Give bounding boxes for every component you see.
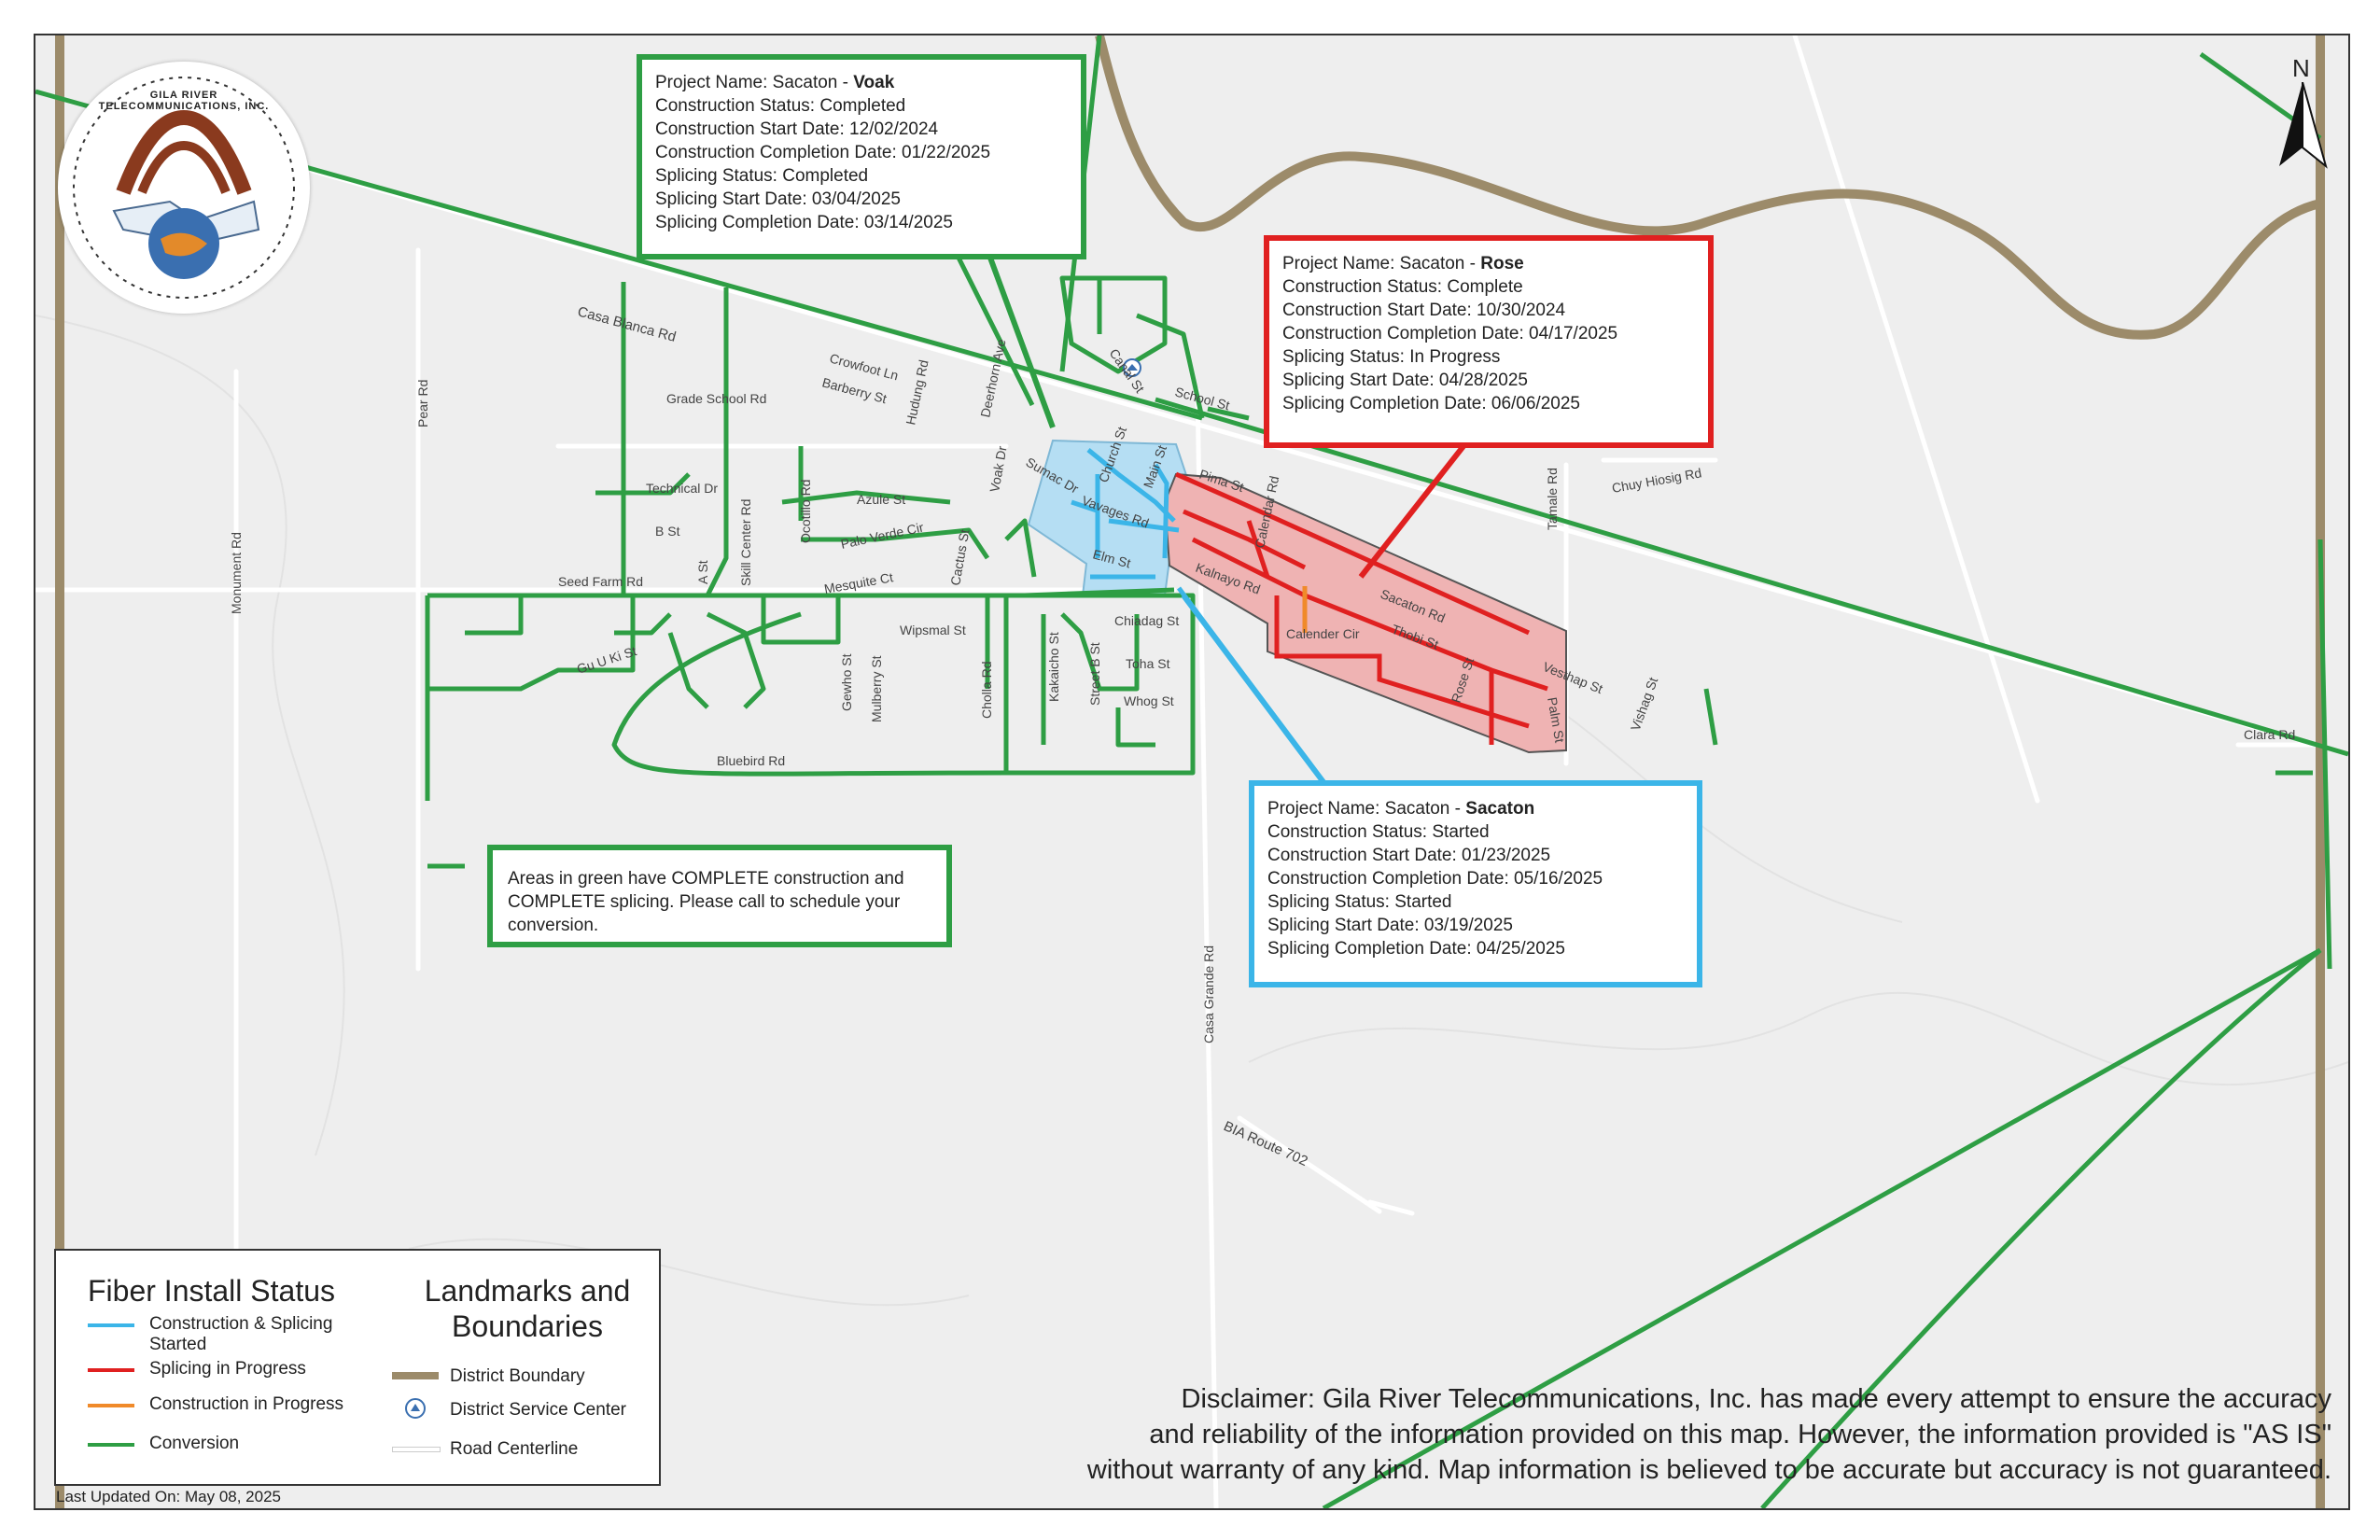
road-label: Monument Rd <box>229 532 244 614</box>
splicing-swatch <box>88 1368 134 1372</box>
callout-line: Splicing Completion Date: 03/14/2025 <box>655 213 953 232</box>
road-centerlines <box>35 35 2348 1508</box>
callout-line: Splicing Status: Completed <box>655 166 869 186</box>
legend-item-boundary: District Boundary <box>450 1366 585 1386</box>
callout-rose-name: Project Name: Sacaton - Rose <box>1282 254 1524 273</box>
callout-line: Construction Start Date: 10/30/2024 <box>1282 301 1566 320</box>
road-label: Mesquite Ct <box>823 569 894 596</box>
callout-line: Splicing Start Date: 03/04/2025 <box>655 189 902 209</box>
callout-line: Construction Completion Date: 01/22/2025 <box>655 143 991 162</box>
road-label: Technical Dr <box>646 481 718 496</box>
road-label: Clara Rd <box>2244 727 2295 742</box>
road-label: Cholla Rd <box>979 662 994 719</box>
road-label: Toha St <box>1126 656 1170 671</box>
road-label: Chuy Hiosig Rd <box>1611 465 1703 496</box>
callout-line: Construction Completion Date: 05/16/2025 <box>1267 869 1603 889</box>
service-center-icon <box>405 1398 426 1419</box>
last-updated: Last Updated On: May 08, 2025 <box>56 1488 281 1505</box>
road-label: Chiadag St <box>1114 613 1179 628</box>
road-label: Tamale Rd <box>1545 468 1560 530</box>
callout-line: Construction Start Date: 01/23/2025 <box>1267 846 1551 865</box>
conversion-swatch <box>88 1443 134 1447</box>
legend-item-started: Construction & Splicing Started <box>149 1314 333 1354</box>
boundary-swatch <box>392 1372 439 1379</box>
terrain-lines <box>35 315 2348 1307</box>
callout-leaders <box>985 248 1466 784</box>
callout-line: Construction Status: Completed <box>655 96 906 116</box>
road-label: Calender Cir <box>1286 626 1360 641</box>
road-label: Wipsmal St <box>900 623 966 637</box>
map-canvas[interactable]: Casa Blanca Rd Crowfoot Ln Barberry St H… <box>35 35 2348 1508</box>
road-label: Ocotillo Rd <box>798 480 813 543</box>
road-label: B St <box>655 524 680 539</box>
callout-line: Construction Status: Started <box>1267 822 1490 842</box>
landmarks-title: Landmarks and Boundaries <box>420 1273 635 1344</box>
road-label: Deerhorn Ave <box>977 338 1008 419</box>
road-label: Barberry St <box>820 374 889 406</box>
road-label: Street B St <box>1087 642 1102 706</box>
callout-sacaton[interactable]: Project Name: Sacaton - Sacaton Construc… <box>1249 780 1702 987</box>
callout-line: Construction Completion Date: 04/17/2025 <box>1282 324 1618 343</box>
legend-item-road: Road Centerline <box>450 1439 579 1459</box>
road-label: Palo Verde Cir <box>839 519 925 551</box>
north-arrow: N <box>2270 54 2335 175</box>
road-label: Casa Blanca Rd <box>576 303 678 344</box>
callout-sacaton-name: Project Name: Sacaton - Sacaton <box>1267 799 1535 819</box>
disclaimer-line: Disclaimer: Gila River Telecommunication… <box>1181 1384 2331 1414</box>
callout-line: Splicing Status: In Progress <box>1282 347 1501 367</box>
road-labels: Casa Blanca Rd Crowfoot Ln Barberry St H… <box>229 303 2295 1169</box>
conversion-note-text: Areas in green have COMPLETE constructio… <box>508 869 904 935</box>
callout-line: Splicing Completion Date: 04/25/2025 <box>1267 939 1565 959</box>
road-label: Pear Rd <box>415 380 430 427</box>
road-label: Azule St <box>857 492 905 507</box>
landmarks-title-line: Boundaries <box>452 1309 603 1343</box>
disclaimer-line: without warranty of any kind. Map inform… <box>1086 1455 2331 1485</box>
road-label: BIA Route 702 <box>1221 1118 1309 1169</box>
construction-swatch <box>88 1404 134 1407</box>
road-swatch <box>392 1447 441 1452</box>
logo-text: GILA RIVER TELECOMMUNICATIONS, INC. <box>98 90 270 112</box>
callout-voak[interactable]: Project Name: Sacaton - Voak Constructio… <box>637 54 1086 259</box>
rose-project-area[interactable] <box>1163 472 1567 754</box>
north-arrow-icon <box>2279 82 2328 169</box>
started-swatch <box>88 1323 134 1327</box>
legend-item-conversion: Conversion <box>149 1434 240 1453</box>
callout-line: Construction Status: Complete <box>1282 277 1523 297</box>
road-label: Skill Center Rd <box>738 499 753 586</box>
road-label: Seed Farm Rd <box>558 574 643 589</box>
callout-line: Construction Start Date: 12/02/2024 <box>655 119 939 139</box>
logo-emblem-icon <box>73 77 295 299</box>
legend-item-splicing: Splicing in Progress <box>149 1359 306 1379</box>
legend-item-service-center: District Service Center <box>450 1400 626 1420</box>
road-label: Kakaicho St <box>1046 632 1061 702</box>
road-label: Cactus St <box>947 528 972 587</box>
road-label: Bluebird Rd <box>717 753 785 768</box>
callout-line: Splicing Status: Started <box>1267 892 1452 912</box>
callout-line: Splicing Start Date: 04/28/2025 <box>1282 371 1529 390</box>
legend-item-construction: Construction in Progress <box>149 1394 344 1414</box>
legend: Fiber Install Status Construction & Spli… <box>54 1249 661 1486</box>
callout-voak-name: Project Name: Sacaton - Voak <box>655 73 895 92</box>
callout-line: Splicing Start Date: 03/19/2025 <box>1267 916 1514 935</box>
conversion-note: Areas in green have COMPLETE constructio… <box>487 845 952 947</box>
road-label: Casa Grande Rd <box>1201 945 1216 1043</box>
fiber-status-title: Fiber Install Status <box>88 1274 335 1308</box>
road-label: A St <box>695 560 710 584</box>
landmarks-title-line: Landmarks and <box>424 1274 631 1308</box>
disclaimer: Disclaimer: Gila River Telecommunication… <box>1087 1381 2331 1488</box>
disclaimer-line: and reliability of the information provi… <box>1149 1420 2331 1449</box>
road-label: Whog St <box>1124 693 1174 708</box>
callout-rose[interactable]: Project Name: Sacaton - Rose Constructio… <box>1264 235 1714 448</box>
road-label: Mulberry St <box>869 655 884 722</box>
road-label: Hudung Rd <box>903 358 931 427</box>
gila-river-logo: GILA RIVER TELECOMMUNICATIONS, INC. <box>58 62 310 314</box>
road-label: Voak Dr <box>987 444 1009 493</box>
road-label: Vishag St <box>1628 675 1660 733</box>
north-label: N <box>2292 54 2310 82</box>
road-label: Gewho St <box>839 653 854 711</box>
callout-line: Splicing Completion Date: 06/06/2025 <box>1282 394 1580 413</box>
district-service-center-icon[interactable] <box>1123 358 1141 377</box>
road-label: Grade School Rd <box>666 391 766 406</box>
